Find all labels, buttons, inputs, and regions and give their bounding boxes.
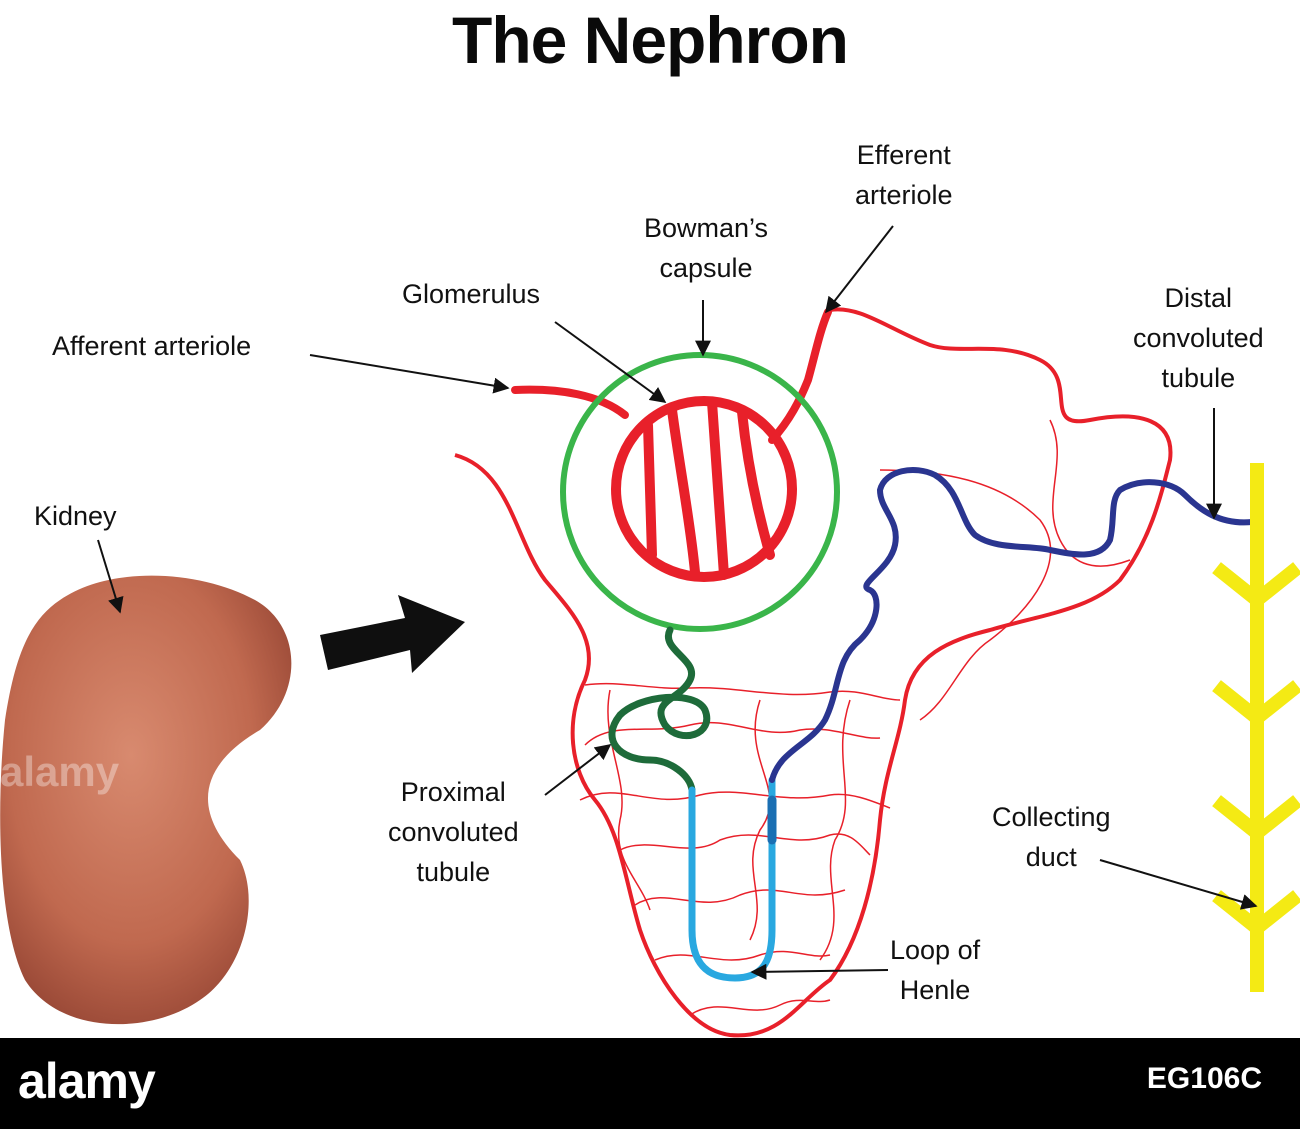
label-bowman-line1: Bowman’s bbox=[644, 213, 769, 243]
proximal-pointer bbox=[544, 744, 612, 796]
label-proximal-convoluted-tubule: Proximal convoluted tubule bbox=[388, 772, 519, 892]
glomerulus-strands bbox=[643, 397, 775, 580]
afferent-pointer bbox=[309, 354, 510, 394]
label-proximal-line1: Proximal bbox=[400, 777, 506, 807]
label-efferent-line1: Efferent bbox=[856, 140, 951, 170]
label-afferent-arteriole: Afferent arteriole bbox=[52, 326, 251, 366]
label-loop-of-henle: Loop of Henle bbox=[890, 930, 980, 1010]
label-efferent-line2: arteriole bbox=[855, 180, 953, 210]
efferent-arteriole-vessel bbox=[768, 308, 832, 444]
glomerulus-tuft bbox=[611, 396, 797, 582]
collecting-pointer bbox=[1099, 859, 1258, 910]
label-kidney: Kidney bbox=[34, 496, 117, 536]
afferent-arteriole-vessel bbox=[511, 385, 629, 419]
label-distal-line2: convoluted bbox=[1133, 323, 1264, 353]
label-distal-line1: Distal bbox=[1164, 283, 1233, 313]
footer-bar bbox=[0, 1038, 1300, 1129]
kidney-shape bbox=[0, 575, 292, 1025]
label-collecting-duct: Collecting duct bbox=[992, 797, 1111, 877]
nephron-diagram bbox=[0, 225, 1300, 1038]
label-proximal-line2: convoluted bbox=[388, 817, 519, 847]
loop-pointer bbox=[750, 963, 889, 980]
watermark-text: alamy bbox=[0, 748, 120, 795]
label-glomerulus: Glomerulus bbox=[402, 274, 540, 314]
loop-of-henle bbox=[688, 776, 776, 982]
image-code: EG106C bbox=[1146, 1062, 1262, 1095]
label-glomerulus-text: Glomerulus bbox=[402, 279, 541, 309]
arterial-capillary-loop bbox=[454, 307, 1173, 1038]
label-loop-line2: Henle bbox=[899, 975, 971, 1005]
proximal-tubule bbox=[608, 626, 711, 794]
big-arrow-icon bbox=[320, 595, 465, 673]
collecting-duct bbox=[1212, 463, 1300, 992]
kidney-pointer bbox=[97, 539, 124, 614]
label-kidney-text: Kidney bbox=[34, 501, 117, 531]
label-proximal-line3: tubule bbox=[416, 857, 491, 887]
efferent-pointer bbox=[825, 225, 894, 314]
glomerulus-pointer bbox=[554, 321, 667, 403]
brand-logo: alamy bbox=[18, 1053, 156, 1109]
label-collecting-line2: duct bbox=[1025, 842, 1077, 872]
label-bowmans-capsule: Bowman’s capsule bbox=[644, 208, 768, 288]
label-distal-convoluted-tubule: Distal convoluted tubule bbox=[1133, 278, 1264, 398]
label-efferent-arteriole: Efferent arteriole bbox=[855, 135, 953, 215]
label-collecting-line1: Collecting bbox=[992, 802, 1111, 832]
page-title: The Nephron bbox=[452, 3, 849, 77]
label-loop-line1: Loop of bbox=[890, 935, 981, 965]
label-distal-line3: tubule bbox=[1161, 363, 1236, 393]
distal-tubule bbox=[769, 467, 1255, 783]
label-bowman-line2: capsule bbox=[659, 253, 753, 283]
label-afferent-text: Afferent arteriole bbox=[52, 331, 252, 361]
